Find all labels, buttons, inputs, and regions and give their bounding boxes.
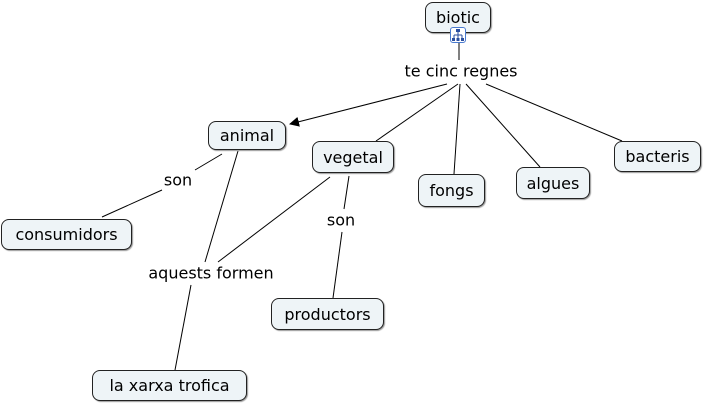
concept-consumidors[interactable]: consumidors xyxy=(1,219,132,250)
line-regnes-algues xyxy=(465,83,541,168)
concept-bacteris[interactable]: bacteris xyxy=(614,141,701,172)
concept-la-xarxa-trofica[interactable]: la xarxa trofica xyxy=(92,370,247,401)
line-son-consumidors xyxy=(101,189,163,218)
line-regnes-bacteris xyxy=(485,83,623,142)
link-son-animal[interactable]: son xyxy=(161,170,195,190)
submap-icon[interactable] xyxy=(450,27,466,43)
link-aquests-formen[interactable]: aquests formen xyxy=(146,263,276,283)
link-son-vegetal[interactable]: son xyxy=(324,210,358,230)
concept-animal[interactable]: animal xyxy=(208,121,286,150)
line-animal-formen xyxy=(204,150,239,263)
line-vegetal-son xyxy=(343,175,350,210)
concept-vegetal[interactable]: vegetal xyxy=(312,141,394,173)
link-te-cinc-regnes[interactable]: te cinc regnes xyxy=(402,61,520,81)
line-son-productors xyxy=(332,231,343,299)
line-vegetal-formen xyxy=(217,176,331,263)
line-regnes-animal xyxy=(289,83,448,127)
concept-biotic[interactable]: biotic xyxy=(425,2,491,33)
concept-productors[interactable]: productors xyxy=(271,298,384,330)
concept-fongs[interactable]: fongs xyxy=(418,174,485,207)
line-animal-son xyxy=(194,153,223,171)
line-regnes-vegetal xyxy=(375,83,459,142)
concept-algues[interactable]: algues xyxy=(516,167,590,199)
line-regnes-fongs xyxy=(453,83,461,175)
line-formen-xarxa xyxy=(174,284,192,371)
